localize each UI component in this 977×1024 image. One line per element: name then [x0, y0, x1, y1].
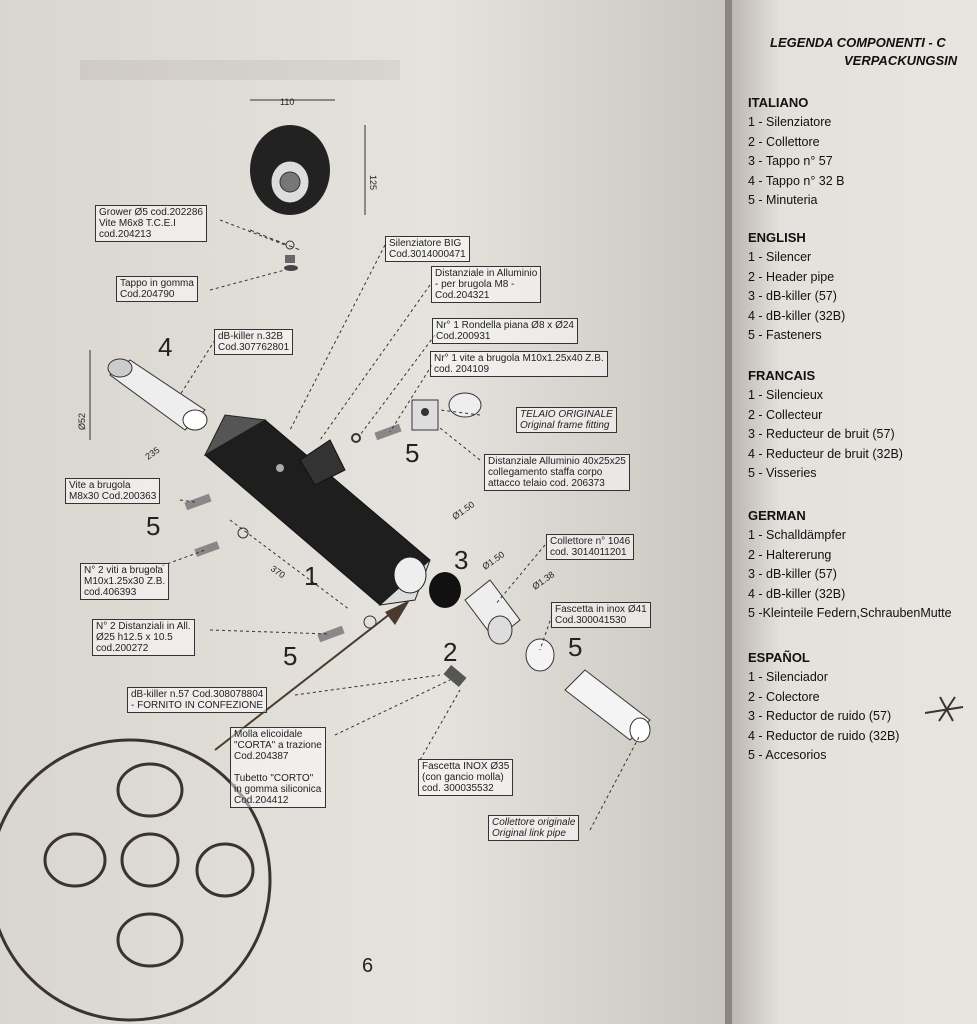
page-number: 6 [362, 955, 374, 977]
dim-50-b: Ø1.50 [480, 549, 506, 571]
callout-3: 3 [454, 545, 469, 575]
legend-section-english: ENGLISH 1 - Silencer 2 - Header pipe 3 -… [748, 230, 977, 346]
label-grower: Grower Ø5 cod.202286 Vite M6x8 T.C.E.I c… [95, 205, 207, 242]
label-collettore-1046: Collettore n° 1046 cod. 3014011201 [546, 534, 635, 560]
callout-1: 1 [304, 561, 319, 591]
legend-item: 5 - Visseries [748, 466, 817, 480]
legend-item: 1 - Silencer [748, 250, 812, 264]
grower-parts [249, 229, 301, 271]
label-vite-m8x30: Vite a brugola M8x30 Cod.200363 [65, 478, 161, 504]
dim-50-a: Ø1.50 [450, 499, 476, 521]
legend-heading: ENGLISH [748, 230, 806, 245]
callout-4: 4 [158, 332, 173, 362]
label-tappo: Tappo in gomma Cod.204790 [116, 276, 198, 302]
legend-section-german: GERMAN 1 - Schalldämpfer 2 - Haltererung… [748, 508, 977, 624]
legend-item: 3 - Reductor de ruido (57) [748, 709, 892, 723]
link-pipe-part [564, 669, 651, 743]
screws [184, 423, 402, 643]
dim-125: 125 [368, 175, 378, 190]
legend-item: 3 - dB-killer (57) [748, 289, 837, 303]
legend-title: LEGENDA COMPONENTI - C VERPACKUNGSIN [770, 34, 957, 70]
dim-38: Ø1.38 [530, 569, 556, 591]
legend-item: 4 - Reductor de ruido (32B) [748, 728, 900, 743]
legend-item: 3 - Tappo n° 57 [748, 154, 833, 168]
callout-5-d: 5 [283, 641, 298, 671]
silencer-end-view [250, 99, 366, 215]
legend-title-line-2: VERPACKUNGSIN [844, 53, 958, 68]
legend-item: 2 - Collecteur [748, 407, 823, 422]
legend-item: 5 - Accesorios [748, 748, 827, 762]
label-dbkiller-57: dB-killer n.57 Cod.308078804 - FORNITO I… [127, 687, 268, 713]
legend-heading: ITALIANO [748, 95, 809, 110]
silencer-body [203, 414, 431, 606]
label-rondella: Nr° 1 Rondella piana Ø8 x Ø24 Cod.200931 [432, 318, 578, 344]
legend-item: 1 - Silenziatore [748, 115, 832, 129]
label-collettore-originale: Collettore originale Original link pipe [488, 815, 580, 841]
label-fascetta-35: Fascetta INOX Ø35 (con gancio molla) cod… [418, 759, 514, 796]
legend-item: 1 - Silencieux [748, 388, 824, 402]
legend-heading: FRANCAIS [748, 368, 816, 383]
label-telaio: TELAIO ORIGINALE Original frame fitting [516, 407, 617, 433]
legend-item: 5 - Minuteria [748, 193, 818, 207]
legend-heading: ESPAÑOL [748, 650, 810, 665]
label-molla: Molla elicoidale "CORTA" a trazione Cod.… [230, 727, 326, 808]
label-silenziatore: Silenziatore BIG Cod.3014000471 [385, 236, 470, 262]
legend-item: 4 - dB-killer (32B) [748, 308, 846, 323]
legend-item: 1 - Schalldämpfer [748, 528, 846, 542]
legend-item: 2 - Header pipe [748, 269, 835, 284]
dim-235: 235 [143, 445, 161, 462]
callout-5-b: 5 [146, 511, 161, 541]
legend-heading: GERMAN [748, 508, 806, 523]
legend-title-line-1: LEGENDA COMPONENTI - C [770, 35, 946, 50]
right-page [732, 0, 977, 1024]
dim-370: 370 [269, 563, 287, 580]
legend-item: 2 - Haltererung [748, 547, 832, 562]
label-dbkiller-32b: dB-killer n.32B Cod.307762801 [214, 329, 294, 355]
legend-item: 2 - Colectore [748, 689, 820, 704]
dim-52: Ø52 [77, 413, 87, 430]
legend-item: 3 - Reducteur de bruit (57) [748, 427, 895, 441]
legend-item: 3 - dB-killer (57) [748, 567, 837, 581]
legend-item: 4 - dB-killer (32B) [748, 586, 846, 601]
leader-lines [144, 219, 641, 831]
cap-3-part [429, 572, 461, 608]
label-distanziale-alluminio: Distanziale in Alluminio - per brugola M… [431, 266, 542, 303]
legend-section-espanol: ESPAÑOL 1 - Silenciador 2 - Colectore 3 … [748, 650, 977, 766]
legend-item: 5 -Kleinteile Federn,SchraubenMutte [748, 606, 952, 620]
legend-item: 4 - Tappo n° 32 B [748, 173, 845, 188]
callout-5-c: 5 [568, 632, 583, 662]
legend-item: 2 - Collettore [748, 134, 820, 149]
legend-item: 1 - Silenciador [748, 670, 828, 684]
db-killer-32b-part [89, 350, 208, 440]
callout-2: 2 [443, 637, 458, 667]
label-distanziale-40x25: Distanziale Alluminio 40x25x25 collegame… [484, 454, 630, 491]
handwritten-sketch [0, 600, 410, 1022]
legend-section-francais: FRANCAIS 1 - Silencieux 2 - Collecteur 3… [748, 368, 977, 484]
handwritten-asterisk [925, 696, 964, 722]
callout-5-a: 5 [405, 438, 420, 468]
label-vite-brugola-m10: Nr° 1 vite a brugola M10x1.25x40 Z.B. co… [430, 351, 608, 377]
label-viti-m10x30: N° 2 viti a brugola M10x1.25x30 Z.B. cod… [80, 563, 170, 600]
legend-item: 5 - Fasteners [748, 328, 822, 342]
spring-part [443, 664, 467, 688]
legend-item: 4 - Reducteur de bruit (32B) [748, 446, 903, 461]
collector-part [464, 579, 555, 672]
legend-section-italiano: ITALIANO 1 - Silenziatore 2 - Collettore… [748, 95, 977, 211]
bleed-through-text [80, 60, 400, 80]
label-fascetta-41: Fascetta in inox Ø41 Cod.300041530 [551, 602, 651, 628]
frame-bracket-part [411, 392, 482, 431]
label-distanziali-all: N° 2 Distanziali in All. Ø25 h12.5 x 10.… [92, 619, 195, 656]
exploded-diagram: 110 125 Ø52 235 370 Ø1.50 Ø1.50 Ø1.38 [0, 97, 651, 1022]
dim-110: 110 [280, 97, 294, 107]
